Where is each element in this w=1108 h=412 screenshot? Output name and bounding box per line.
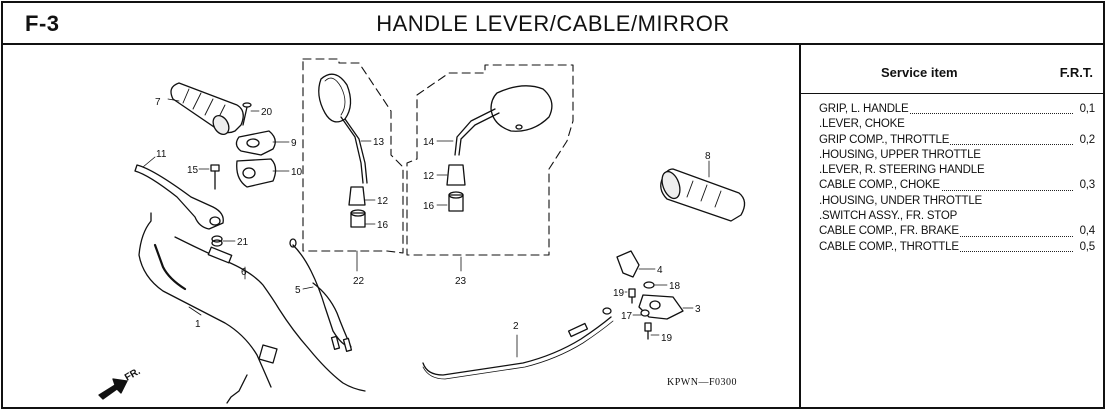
callout-23: 23 [455, 276, 467, 287]
callout-17: 17 [621, 311, 633, 322]
callout-15: 15 [187, 165, 199, 176]
bracket-4-part [616, 250, 656, 278]
callout-14: 14 [423, 137, 435, 148]
exploded-view-drawing: 7 20 9 10 11 15 21 6 5 1 13 12 16 22 14 … [98, 58, 746, 404]
pivot-bolt-part [198, 164, 220, 190]
drawing-code: KPWN—F0300 [667, 377, 737, 388]
throttle-cable-part [422, 307, 614, 380]
callout-16-right: 16 [423, 201, 435, 212]
service-row: .LEVER, R. STEERING HANDLE [819, 163, 1095, 178]
service-row-name: .HOUSING, UNDER THROTTLE [819, 194, 984, 207]
callout-3: 3 [695, 304, 701, 315]
right-grip-part [660, 160, 746, 222]
callout-11: 11 [156, 149, 167, 160]
service-row: .LEVER, CHOKE [819, 117, 1095, 132]
service-row-name: .HOUSING, UPPER THROTTLE [819, 148, 982, 161]
callout-20: 20 [261, 107, 273, 118]
callout-5: 5 [295, 285, 301, 296]
callout-19-top: 19 [613, 288, 625, 299]
callout-4: 4 [657, 265, 663, 276]
parts-diagram: 7 20 9 10 11 15 21 6 5 1 13 12 16 22 14 … [3, 45, 801, 407]
service-row-name: GRIP, L. HANDLE [819, 103, 910, 115]
callout-21: 21 [237, 237, 249, 248]
page-header: F-3 HANDLE LEVER/CABLE/MIRROR [3, 3, 1103, 45]
frt-heading: F.R.T. [1059, 65, 1093, 80]
screw-19-part [624, 288, 660, 340]
cable-5-part [289, 238, 353, 352]
callout-12-right: 12 [423, 171, 435, 182]
service-row-name: .SWITCH ASSY., FR. STOP [819, 210, 959, 223]
service-row: CABLE COMP., THROTTLE 0,5 [819, 239, 1095, 255]
service-row: .SWITCH ASSY., FR. STOP [819, 209, 1095, 224]
service-item-heading: Service item [881, 65, 958, 80]
callout-13: 13 [373, 137, 385, 148]
callout-16-left: 16 [377, 220, 389, 231]
callout-7: 7 [155, 97, 161, 108]
service-row: CABLE COMP., FR. BRAKE 0,4 [819, 224, 1095, 240]
callout-6: 6 [241, 267, 247, 278]
cable-6-part [174, 236, 366, 392]
nut-18-part [643, 281, 668, 289]
cable-1-part [138, 212, 278, 404]
service-row-frt: 0,4 [1078, 224, 1095, 240]
nut-part [211, 235, 236, 247]
header-rule [801, 93, 1105, 94]
callout-10: 10 [291, 167, 303, 178]
service-row-name: CABLE COMP., CHOKE [819, 179, 941, 192]
front-direction-arrow [98, 378, 128, 400]
callout-2: 2 [513, 321, 519, 332]
callout-12-left: 12 [377, 196, 389, 207]
service-row: .HOUSING, UPPER THROTTLE [819, 148, 1095, 163]
upper-housing-part [235, 130, 290, 156]
service-row-name: CABLE COMP., FR. BRAKE [819, 225, 960, 238]
screw-part [242, 102, 260, 126]
service-row-frt: 0,5 [1078, 239, 1095, 255]
callout-18: 18 [669, 281, 681, 292]
callout-9: 9 [291, 138, 297, 149]
callout-22: 22 [353, 276, 365, 287]
service-row-name: .LEVER, R. STEERING HANDLE [819, 164, 986, 177]
callout-8: 8 [705, 151, 711, 162]
left-lever-part [134, 156, 224, 230]
washer-17-part [632, 309, 650, 317]
lower-housing-part [236, 158, 290, 188]
page-title: HANDLE LEVER/CABLE/MIRROR [376, 11, 730, 36]
service-table-header: Service item F.R.T. [801, 65, 1105, 85]
service-row-name: .LEVER, CHOKE [819, 118, 906, 131]
service-row: GRIP COMP., THROTTLE 0,2 [819, 132, 1095, 148]
stop-switch-part [638, 294, 694, 320]
callout-19-bottom: 19 [661, 333, 673, 344]
service-item-panel: Service item F.R.T. GRIP, L. HANDLE 0,1 .… [801, 45, 1105, 407]
service-row: .HOUSING, UNDER THROTTLE [819, 194, 1095, 209]
service-row-frt: 0,1 [1078, 102, 1095, 118]
section-code: F-3 [25, 11, 60, 36]
service-row: CABLE COMP., CHOKE 0,3 [819, 178, 1095, 194]
right-mirror-group [406, 64, 574, 272]
left-grip-part [167, 82, 244, 135]
callout-1: 1 [195, 319, 201, 330]
service-row-frt: 0,2 [1078, 132, 1095, 148]
service-item-list: GRIP, L. HANDLE 0,1 .LEVER, CHOKE GRIP CO… [819, 102, 1095, 255]
service-row-frt: 0,3 [1078, 178, 1095, 194]
front-label: FR. [123, 366, 143, 384]
left-mirror-group [302, 58, 404, 272]
service-row-name: CABLE COMP., THROTTLE [819, 240, 960, 253]
service-row: GRIP, L. HANDLE 0,1 [819, 102, 1095, 118]
service-row-name: GRIP COMP., THROTTLE [819, 133, 951, 146]
